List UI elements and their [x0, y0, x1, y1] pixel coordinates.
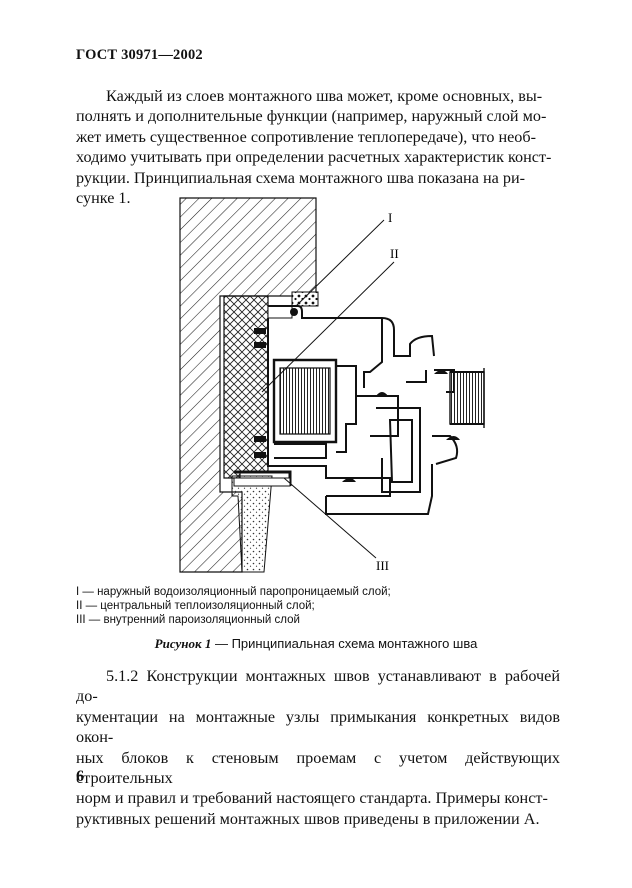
- para2-line: руктивных решений монтажных швов приведе…: [76, 809, 540, 828]
- caption-label: Рисунок 1: [154, 636, 212, 651]
- document-code: ГОСТ 30971—2002: [76, 47, 203, 63]
- para2-line: ных блоков к стеновым проемам с учетом д…: [76, 748, 560, 788]
- para1-line: сунке 1.: [76, 189, 131, 208]
- callout-leaders: [261, 219, 395, 559]
- para2-line: кументации на монтажные узлы примыкания …: [76, 707, 560, 747]
- outer-seal-layer: [291, 291, 319, 307]
- page-number: 6: [76, 768, 84, 785]
- wall-section: [179, 197, 317, 573]
- para2-line: 5.1.2 Конструкции монтажных швов устанав…: [76, 667, 560, 706]
- para1-line: жет иметь существенное сопротивление теп…: [76, 127, 537, 146]
- callout-II-label: II: [390, 246, 399, 261]
- callout-III-label: III: [376, 558, 389, 573]
- figure-legend: I — наружный водоизоляционный паропрониц…: [76, 585, 391, 628]
- caption-text: — Принципиальная схема монтажного шва: [211, 636, 478, 651]
- legend-item: I — наружный водоизоляционный паропрониц…: [76, 586, 391, 598]
- glazing-unit: [449, 368, 485, 428]
- para1-line: рукции. Принципиальная схема монтажного …: [76, 168, 525, 187]
- legend-item: II — центральный теплоизоляционный слой;: [76, 600, 315, 613]
- para1-line: полнять и дополнительные функции (наприм…: [76, 107, 547, 126]
- gaskets: [254, 308, 460, 482]
- interior-plaster: [231, 475, 273, 573]
- paragraph-5-1-2: 5.1.2 Конструкции монтажных швов устанав…: [76, 666, 560, 829]
- paragraph-intro: Каждый из слоев монтажного шва может, кр…: [76, 86, 560, 208]
- para2-line: норм и правил и требований настоящего ст…: [76, 789, 548, 808]
- legend-item: III — внутренний пароизоляционный слой: [76, 614, 300, 627]
- vapour-barrier-layer: [233, 470, 292, 487]
- para1-line: Каждый из слоев монтажного шва может, кр…: [106, 87, 543, 105]
- callout-I-label: I: [388, 210, 392, 225]
- para1-line: ходимо учитывать при определении расчетн…: [76, 148, 552, 167]
- installation-joint-diagram: I II III: [150, 196, 534, 580]
- window-frame-profile: [267, 305, 459, 515]
- diagram-svg: I II III: [179, 197, 485, 573]
- figure-caption: Рисунок 1 — Принципиальная схема монтажн…: [0, 636, 632, 652]
